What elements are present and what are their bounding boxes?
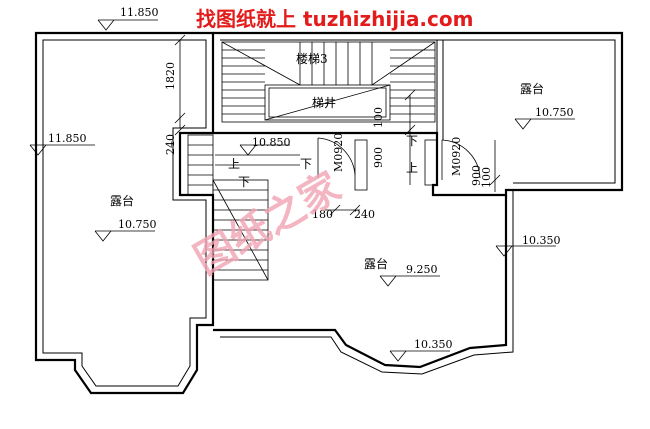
outer-walls [34, 31, 624, 395]
up-arrow-label-b: 上 [406, 161, 418, 175]
terrace-center-label: 露台 [364, 256, 388, 271]
watermark-banner: 找图纸就上 tuzhizhijia.com [196, 7, 473, 31]
doors [317, 137, 481, 191]
dim-180: 180 [312, 208, 333, 221]
dim-100-a: 100 [372, 107, 385, 128]
dim-900-a: 900 [372, 147, 385, 168]
dim-100-b: 100 [480, 167, 493, 188]
dim-240-left: 240 [164, 134, 177, 155]
stair-3 [221, 41, 436, 123]
stair-label: 楼梯3 [296, 51, 328, 66]
door-left-code: M0920 [332, 133, 345, 172]
elevation-bottom: 10.350 [414, 338, 453, 351]
dimension-lines [174, 34, 501, 216]
dim-900-b: 900 [470, 165, 483, 186]
elevation-terrace-center: 9.250 [406, 263, 438, 276]
elevation-markers [29, 19, 575, 362]
dim-1820: 1820 [164, 62, 177, 90]
elevation-left: 11.850 [48, 132, 87, 145]
terrace-left-label: 露台 [110, 193, 134, 208]
elevation-stair-landing: 10.850 [252, 136, 291, 149]
down-arrow-label-b: 下 [238, 175, 250, 189]
dim-240-bottom: 240 [354, 208, 375, 221]
elevation-right: 10.350 [522, 234, 561, 247]
elevation-terrace-right: 10.750 [535, 106, 574, 119]
stairwell-label: 梯井 [312, 96, 336, 110]
down-arrow-label-a: 下 [300, 157, 312, 171]
left-stair [187, 134, 300, 281]
elevation-top-left: 11.850 [120, 6, 159, 19]
down-arrow-label-c: 下 [406, 134, 418, 148]
up-arrow-label-a: 上 [228, 157, 240, 171]
terrace-right-label: 露台 [520, 81, 544, 96]
elevation-terrace-left: 10.750 [118, 218, 157, 231]
door-right-code: M0920 [450, 137, 463, 176]
